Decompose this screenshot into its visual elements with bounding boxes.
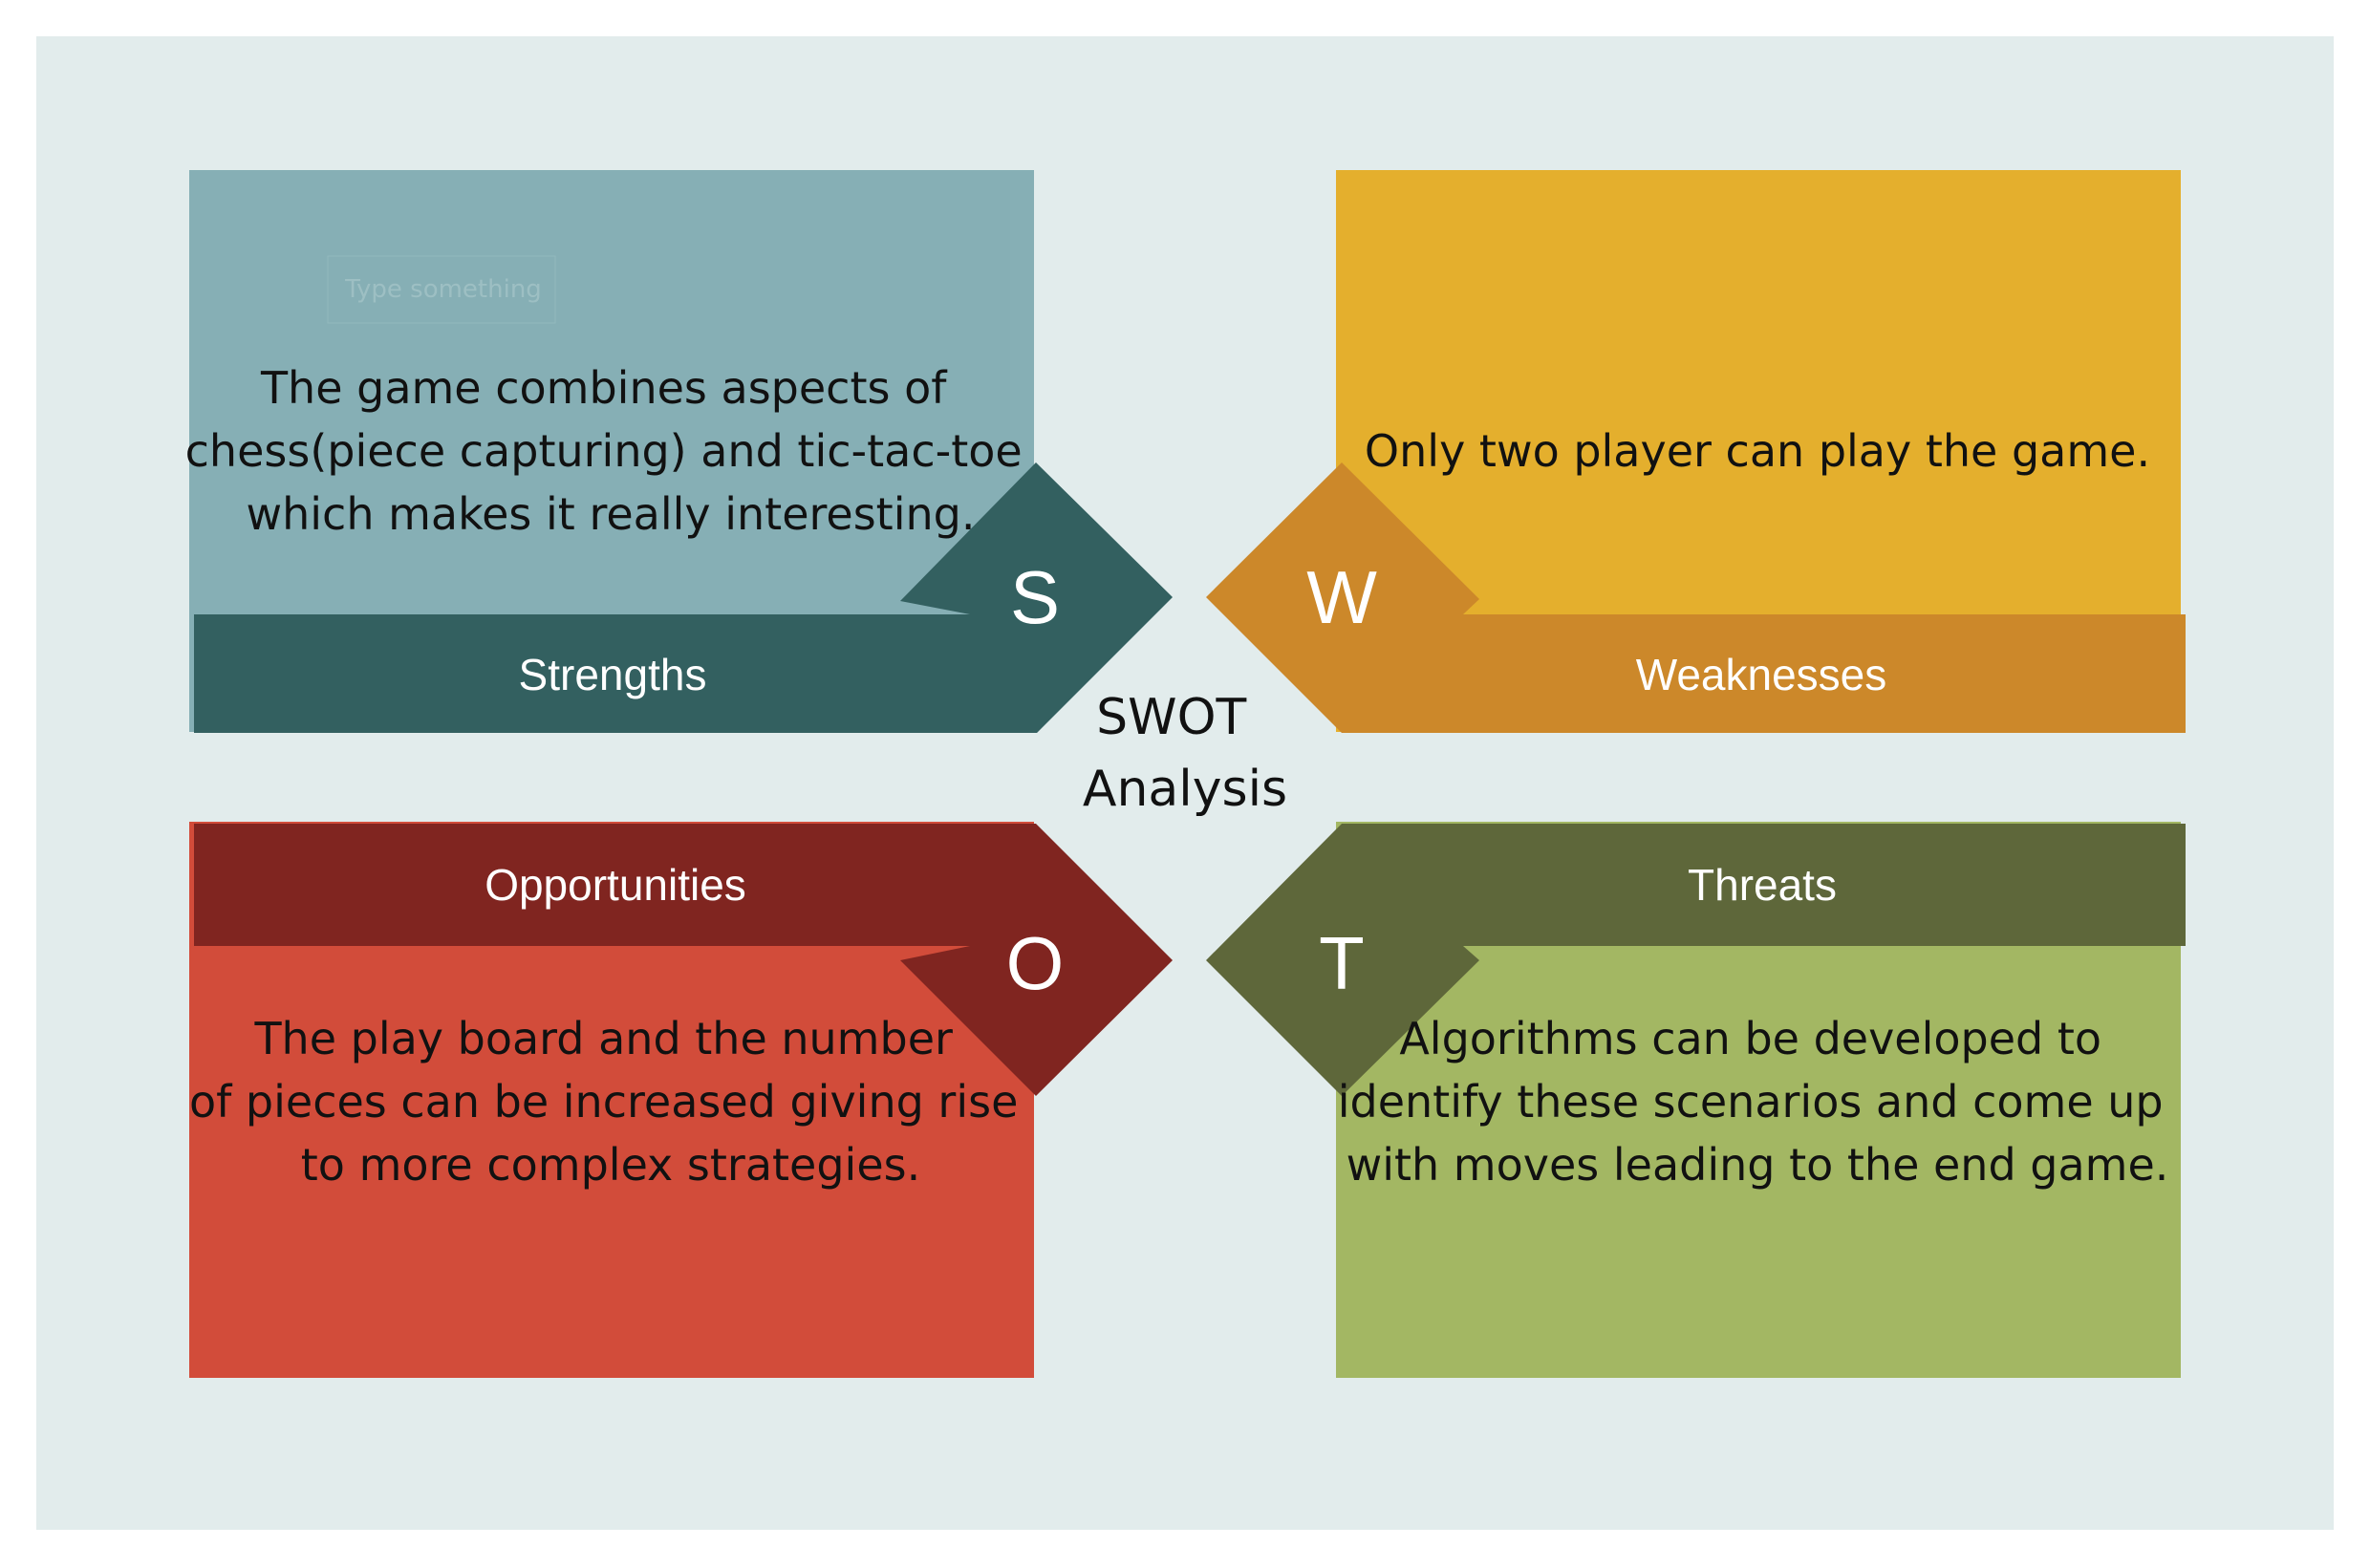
weaknesses-letter: W	[1306, 555, 1377, 639]
threats-text-line: identify these scenarios and come up	[1338, 1076, 2164, 1128]
opportunities-band	[194, 824, 1173, 1096]
strengths-text-line: chess(piece capturing) and tic-tac-toe	[185, 425, 1023, 477]
weaknesses-text-line: Only two player can play the game.	[1365, 425, 2150, 477]
quadrant-strengths: Type something Strengths S The game comb…	[185, 170, 1173, 733]
center-title-line: Analysis	[1083, 761, 1287, 818]
threats-text-line: Algorithms can be developed to	[1399, 1013, 2101, 1064]
text-placeholder: Type something	[344, 275, 542, 304]
opportunities-label: Opportunities	[485, 860, 746, 910]
threats-text[interactable]: Algorithms can be developed to identify …	[1338, 1013, 2178, 1191]
weaknesses-text[interactable]: Only two player can play the game.	[1365, 425, 2150, 477]
strengths-text-line: The game combines aspects of	[260, 362, 948, 414]
text-placeholder-box[interactable]	[327, 255, 556, 324]
weaknesses-label: Weaknesses	[1636, 650, 1887, 699]
strengths-band	[194, 462, 1173, 733]
quadrant-threats: Threats T Algorithms can be developed to…	[1206, 822, 2186, 1378]
strengths-letter: S	[1010, 555, 1060, 639]
center-title: SWOT Analysis	[1083, 689, 1287, 818]
opportunities-text-line: of pieces can be increased giving rise	[189, 1076, 1018, 1128]
opportunities-letter: O	[1006, 921, 1065, 1005]
threats-label: Threats	[1688, 860, 1837, 910]
opportunities-text-line: to more complex strategies.	[301, 1139, 920, 1191]
opportunities-text[interactable]: The play board and the number of pieces …	[189, 1013, 1032, 1191]
strengths-text[interactable]: The game combines aspects of chess(piece…	[185, 362, 1037, 540]
quadrant-opportunities: Opportunities O The play board and the n…	[189, 822, 1173, 1378]
threats-band	[1206, 824, 2186, 1096]
opportunities-text-line: The play board and the number	[253, 1013, 953, 1064]
threats-letter: T	[1319, 921, 1365, 1005]
center-title-line: SWOT	[1096, 689, 1246, 746]
strengths-label: Strengths	[519, 650, 707, 699]
threats-text-line: with moves leading to the end game.	[1347, 1139, 2169, 1191]
weaknesses-band	[1206, 462, 2186, 733]
quadrant-weaknesses: Weaknesses W Only two player can play th…	[1206, 170, 2186, 733]
strengths-text-line: which makes it really interesting.	[247, 488, 976, 540]
